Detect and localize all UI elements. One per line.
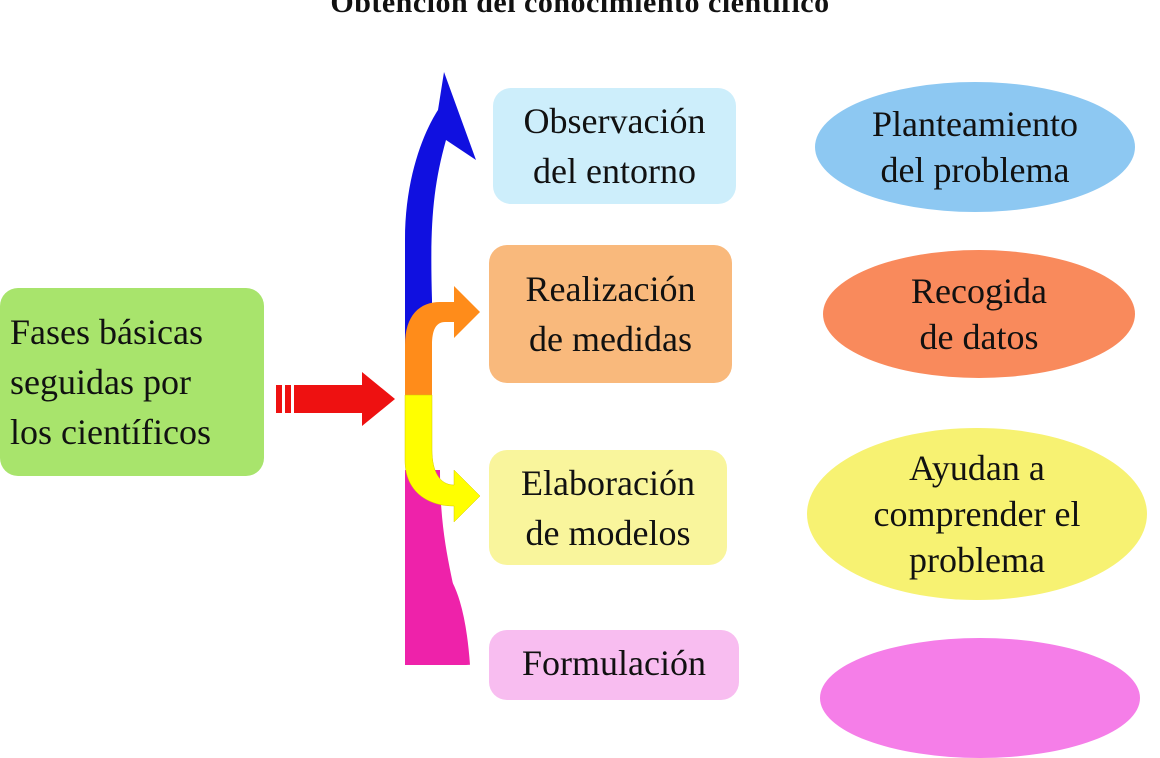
- outcome-line: problema: [909, 540, 1045, 580]
- phase-box-measurement: Realización de medidas: [489, 245, 732, 383]
- source-box: Fases básicas seguidas por los científic…: [0, 288, 264, 476]
- formulation-arrow: [405, 470, 466, 665]
- outcome-line: del problema: [880, 150, 1070, 190]
- phase-line: de modelos: [525, 512, 691, 553]
- outcome-line: comprender el: [873, 494, 1081, 534]
- phase-box-modeling: Elaboración de modelos: [489, 450, 727, 565]
- phase-line: Realización: [525, 269, 696, 309]
- phase-box-formulation: Formulación: [489, 630, 739, 700]
- phase-line: Observación: [523, 101, 706, 141]
- outcome-ellipse-problem: Planteamiento del problema: [815, 82, 1135, 212]
- pointer-arrow: [276, 372, 395, 426]
- outcome-line: Ayudan a: [909, 448, 1045, 488]
- source-line: seguidas por: [10, 362, 191, 402]
- source-line: los científicos: [10, 412, 211, 452]
- flow-arrows: [276, 72, 481, 665]
- phase-line: de medidas: [529, 319, 692, 359]
- outcome-line: Planteamiento: [872, 104, 1078, 144]
- phase-line: Elaboración: [521, 462, 695, 503]
- diagram-title: Obtención del conocimiento científico: [330, 0, 830, 19]
- measurement-arrow: [405, 286, 480, 395]
- outcome-line: Recogida: [911, 271, 1047, 311]
- phase-line: Formulación: [522, 643, 706, 683]
- modeling-arrow: [404, 394, 481, 523]
- outcome-ellipse-formulation: [820, 638, 1140, 758]
- outcome-ellipse-understanding: Ayudan a comprender el problema: [807, 428, 1147, 600]
- source-line: Fases básicas: [10, 312, 203, 352]
- phase-box-observation: Observación del entorno: [493, 88, 736, 204]
- outcome-line: de datos: [919, 317, 1039, 357]
- phase-line: del entorno: [533, 151, 696, 191]
- outcome-ellipse-data: Recogida de datos: [823, 250, 1135, 378]
